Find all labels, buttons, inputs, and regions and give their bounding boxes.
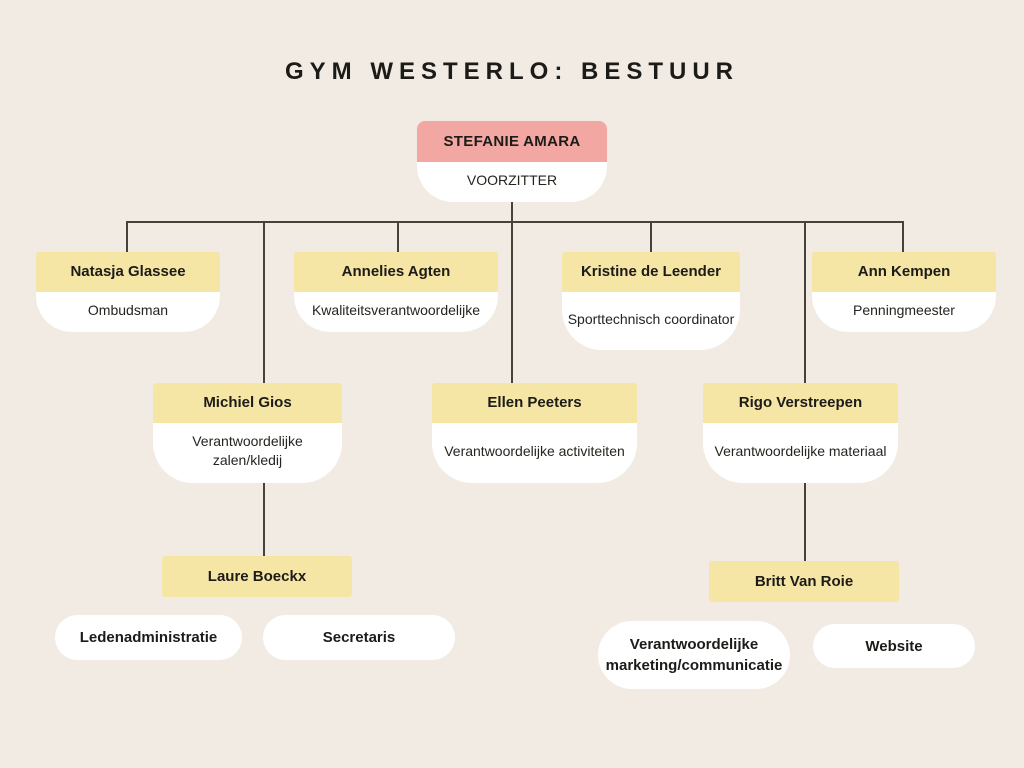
node-role: Verantwoordelijke zalen/kledij: [153, 423, 342, 483]
connector-horizontal-bar: [126, 221, 904, 223]
pill-website: Website: [813, 624, 975, 668]
org-node-britt-van-roie: Britt Van Roie: [709, 561, 899, 602]
org-node-voorzitter: STEFANIE AMARA VOORZITTER: [417, 121, 607, 202]
org-node-kwaliteit: Annelies Agten Kwaliteitsverantwoordelij…: [294, 252, 498, 332]
org-node-laure-boeckx: Laure Boeckx: [162, 556, 352, 597]
node-name: Ellen Peeters: [432, 383, 637, 423]
connector-drop-michiel: [263, 221, 265, 383]
connector-drop-ellen: [511, 221, 513, 383]
node-name: Natasja Glassee: [36, 252, 220, 292]
org-node-sporttechnisch: Kristine de Leender Sporttechnisch coord…: [562, 252, 740, 350]
node-name: Rigo Verstreepen: [703, 383, 898, 423]
org-node-ombudsman: Natasja Glassee Ombudsman: [36, 252, 220, 332]
page-title: GYM WESTERLO: BESTUUR: [285, 58, 739, 85]
node-name: Kristine de Leender: [562, 252, 740, 292]
connector-drop-natasja: [126, 221, 128, 252]
connector-drop-kristine: [650, 221, 652, 252]
connector-drop-ann: [902, 221, 904, 252]
node-role: Sporttechnisch coordinator: [562, 292, 740, 350]
node-name: Ann Kempen: [812, 252, 996, 292]
pill-marketing-communicatie: Verantwoordelijke marketing/communicatie: [598, 621, 790, 689]
pill-secretaris: Secretaris: [263, 615, 455, 660]
org-node-penningmeester: Ann Kempen Penningmeester: [812, 252, 996, 332]
connector-drop-rigo: [804, 221, 806, 383]
node-role: Penningmeester: [812, 292, 996, 332]
node-role: Kwaliteitsverantwoordelijke: [294, 292, 498, 332]
node-name: Michiel Gios: [153, 383, 342, 423]
org-node-zalen-kledij: Michiel Gios Verantwoordelijke zalen/kle…: [153, 383, 342, 483]
connector-drop-britt: [804, 482, 806, 561]
node-role: Verantwoordelijke activiteiten: [432, 423, 637, 483]
node-name: STEFANIE AMARA: [417, 121, 607, 162]
pill-ledenadministratie: Ledenadministratie: [55, 615, 242, 660]
connector-root-stem: [511, 200, 513, 221]
node-role: Verantwoordelijke materiaal: [703, 423, 898, 483]
node-role: Ombudsman: [36, 292, 220, 332]
org-node-materiaal: Rigo Verstreepen Verantwoordelijke mater…: [703, 383, 898, 483]
node-name: Annelies Agten: [294, 252, 498, 292]
org-node-activiteiten: Ellen Peeters Verantwoordelijke activite…: [432, 383, 637, 483]
connector-drop-laure: [263, 482, 265, 556]
node-role: VOORZITTER: [417, 162, 607, 202]
connector-drop-annelies: [397, 221, 399, 252]
